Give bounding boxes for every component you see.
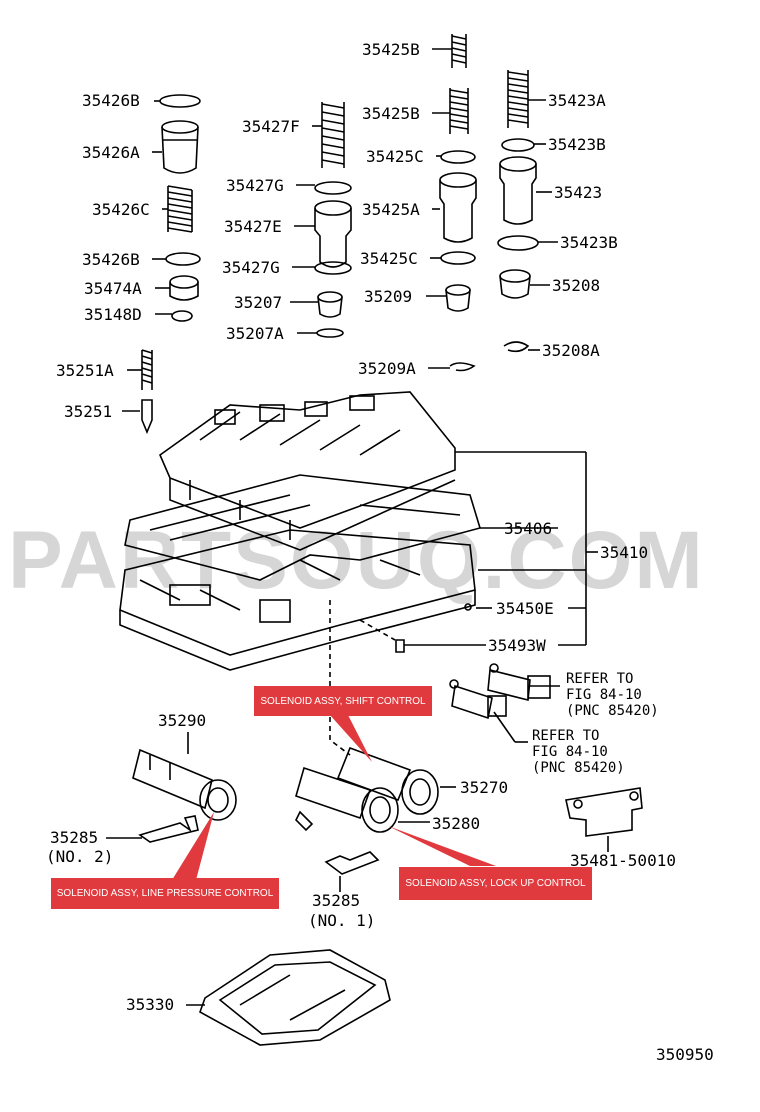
watermark: PARTSOUQ.COM [8, 515, 705, 606]
spring-35427F[interactable] [321, 102, 345, 168]
label-35493W: 35493W [488, 636, 546, 655]
bolt-35493W[interactable] [395, 639, 405, 653]
label-35481-50010: 35481-50010 [570, 851, 676, 870]
label-35425C-top: 35425C [366, 147, 424, 166]
label-35427G-top: 35427G [226, 176, 284, 195]
sleeve-35423[interactable] [499, 156, 537, 225]
solenoid-refer-upper[interactable] [487, 663, 551, 702]
valve-body-lower[interactable] [119, 529, 476, 671]
label-35450E: 35450E [496, 599, 554, 618]
oring-35423B-bottom[interactable] [497, 235, 539, 251]
label-35426C: 35426C [92, 200, 150, 219]
label-35207A: 35207A [226, 324, 284, 343]
valve-body-upper[interactable] [159, 391, 456, 551]
label-35426A: 35426A [82, 143, 140, 162]
refer1-line2: FIG 84-10 [566, 687, 642, 703]
label-35426B-top: 35426B [82, 91, 140, 110]
label-35423: 35423 [554, 183, 602, 202]
spring-35251A[interactable] [141, 349, 153, 390]
label-no2: (NO. 2) [46, 847, 113, 866]
refer2-line1: REFER TO [532, 728, 599, 744]
plug-35207[interactable] [317, 291, 343, 318]
label-35474A: 35474A [84, 279, 142, 298]
spring-35425B-top[interactable] [451, 34, 467, 68]
refer2-line2: FIG 84-10 [532, 744, 608, 760]
label-35290: 35290 [158, 711, 206, 730]
label-35426B-bottom: 35426B [82, 250, 140, 269]
label-35427E: 35427E [224, 217, 282, 236]
label-35425B-top: 35425B [362, 40, 420, 59]
label-35209A: 35209A [358, 359, 416, 378]
label-35148D: 35148D [84, 305, 142, 324]
plug-35474A[interactable] [169, 275, 199, 301]
label-35427F: 35427F [242, 117, 300, 136]
label-35410: 35410 [600, 543, 648, 562]
oring-35425C-top[interactable] [440, 150, 476, 164]
callout-pointer-line-pressure [172, 812, 214, 880]
pin-35251[interactable] [141, 399, 153, 435]
refer2-line3: (PNC 85420) [532, 760, 625, 776]
spring-35426C[interactable] [167, 185, 193, 233]
refer1-line3: (PNC 85420) [566, 703, 659, 719]
dashed-path-bolt [359, 619, 396, 641]
label-35208A: 35208A [542, 341, 600, 360]
label-35425B-mid: 35425B [362, 104, 420, 123]
label-35280: 35280 [432, 814, 480, 833]
callout-shift-control[interactable]: SOLENOID ASSY, SHIFT CONTROL [254, 686, 432, 716]
clip-35207A[interactable] [316, 328, 344, 338]
sleeve-35425A[interactable] [439, 172, 477, 243]
label-35423B-top: 35423B [548, 135, 606, 154]
callout-pointer-lock-up [388, 826, 496, 866]
refer1-line1: REFER TO [566, 671, 633, 687]
label-35285-no1: 35285 [312, 891, 360, 910]
label-35251A: 35251A [56, 361, 114, 380]
sleeve-35426A[interactable] [161, 120, 199, 174]
oring-35423B-top[interactable] [501, 138, 535, 152]
plug-35208[interactable] [499, 269, 531, 299]
label-35251: 35251 [64, 402, 112, 421]
bracket-35481-50010[interactable] [565, 787, 643, 837]
label-35207: 35207 [234, 293, 282, 312]
oring-35426B-top[interactable] [159, 94, 201, 108]
solenoid-refer-lower[interactable] [449, 679, 507, 720]
solenoid-35270[interactable] [336, 746, 439, 815]
dashed-path-solenoid [329, 600, 351, 756]
oil-strainer-35330[interactable] [199, 949, 391, 1046]
solenoid-35290[interactable] [132, 748, 237, 821]
label-35425A: 35425A [362, 200, 420, 219]
oring-35427G-bottom[interactable] [314, 261, 352, 275]
label-35423A: 35423A [548, 91, 606, 110]
oring-35427G-top[interactable] [314, 181, 352, 195]
figure-number: 350950 [656, 1045, 714, 1064]
bracket-35285-no1[interactable] [324, 851, 380, 875]
ball-35148D[interactable] [171, 310, 193, 322]
oring-35426B-bottom[interactable] [165, 252, 201, 266]
plug-35209[interactable] [445, 284, 471, 312]
sleeve-35427E[interactable] [314, 200, 352, 268]
callout-lock-up-control[interactable]: SOLENOID ASSY, LOCK UP CONTROL [399, 867, 592, 900]
callout-pointer-shift [330, 715, 372, 762]
label-35209: 35209 [364, 287, 412, 306]
clip-35208A[interactable] [503, 341, 530, 353]
ball-35450E[interactable] [464, 603, 472, 611]
label-no1: (NO. 1) [308, 911, 375, 930]
spring-35423A[interactable] [507, 70, 529, 128]
spring-35425B-mid[interactable] [449, 88, 469, 134]
label-35425C-bottom: 35425C [360, 249, 418, 268]
label-35270: 35270 [460, 778, 508, 797]
callout-line-pressure-control[interactable]: SOLENOID ASSY, LINE PRESSURE CONTROL [51, 878, 279, 909]
label-35427G-bottom: 35427G [222, 258, 280, 277]
label-35423B-bottom: 35423B [560, 233, 618, 252]
solenoid-35280[interactable] [295, 766, 399, 833]
label-35208: 35208 [552, 276, 600, 295]
bracket-35285-no2[interactable] [138, 815, 199, 843]
oring-35425C-bottom[interactable] [440, 251, 476, 265]
label-35406: 35406 [504, 519, 552, 538]
separator-plate-35406[interactable] [124, 474, 482, 581]
label-35285-no2: 35285 [50, 828, 98, 847]
clip-35209A[interactable] [449, 362, 476, 372]
label-35330: 35330 [126, 995, 174, 1014]
